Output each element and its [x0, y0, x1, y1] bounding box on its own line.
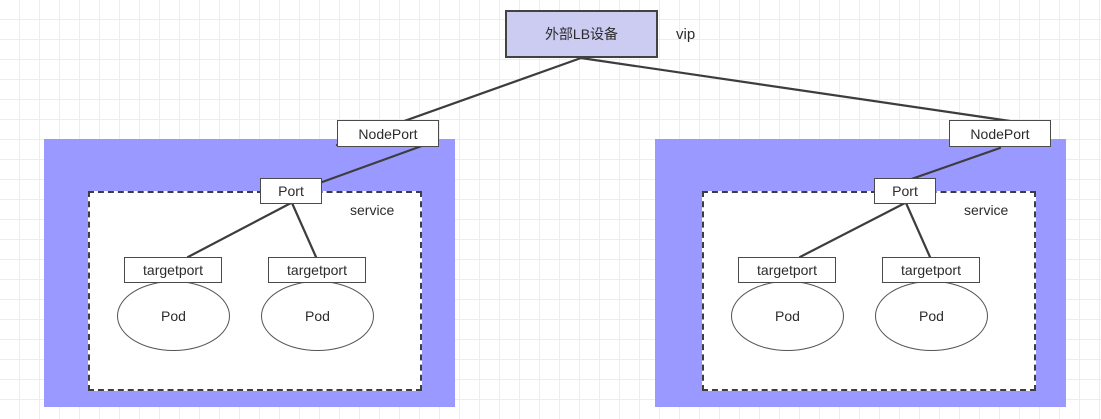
pod-left-1: Pod [117, 281, 230, 351]
targetport-left-2[interactable]: targetport [268, 257, 366, 283]
nodeport-box-right[interactable]: NodePort [949, 120, 1051, 147]
pod-label: Pod [305, 308, 330, 324]
vip-label: vip [676, 26, 696, 43]
external-lb-box[interactable]: 外部LB设备 [505, 10, 658, 58]
port-box-left[interactable]: Port [260, 178, 322, 204]
service-label-right: service [964, 202, 1009, 218]
pod-label: Pod [161, 308, 186, 324]
pod-right-2: Pod [875, 281, 988, 351]
service-label-left: service [350, 202, 395, 218]
targetport-left-1[interactable]: targetport [124, 257, 222, 283]
targetport-right-1[interactable]: targetport [738, 257, 836, 283]
nodeport-box-left[interactable]: NodePort [337, 120, 439, 147]
pod-label: Pod [775, 308, 800, 324]
pod-label: Pod [919, 308, 944, 324]
targetport-right-2[interactable]: targetport [882, 257, 980, 283]
pod-left-2: Pod [261, 281, 374, 351]
port-box-right[interactable]: Port [874, 178, 936, 204]
edge-lb-to-right-nodeport [579, 56, 1012, 123]
pod-right-1: Pod [731, 281, 844, 351]
